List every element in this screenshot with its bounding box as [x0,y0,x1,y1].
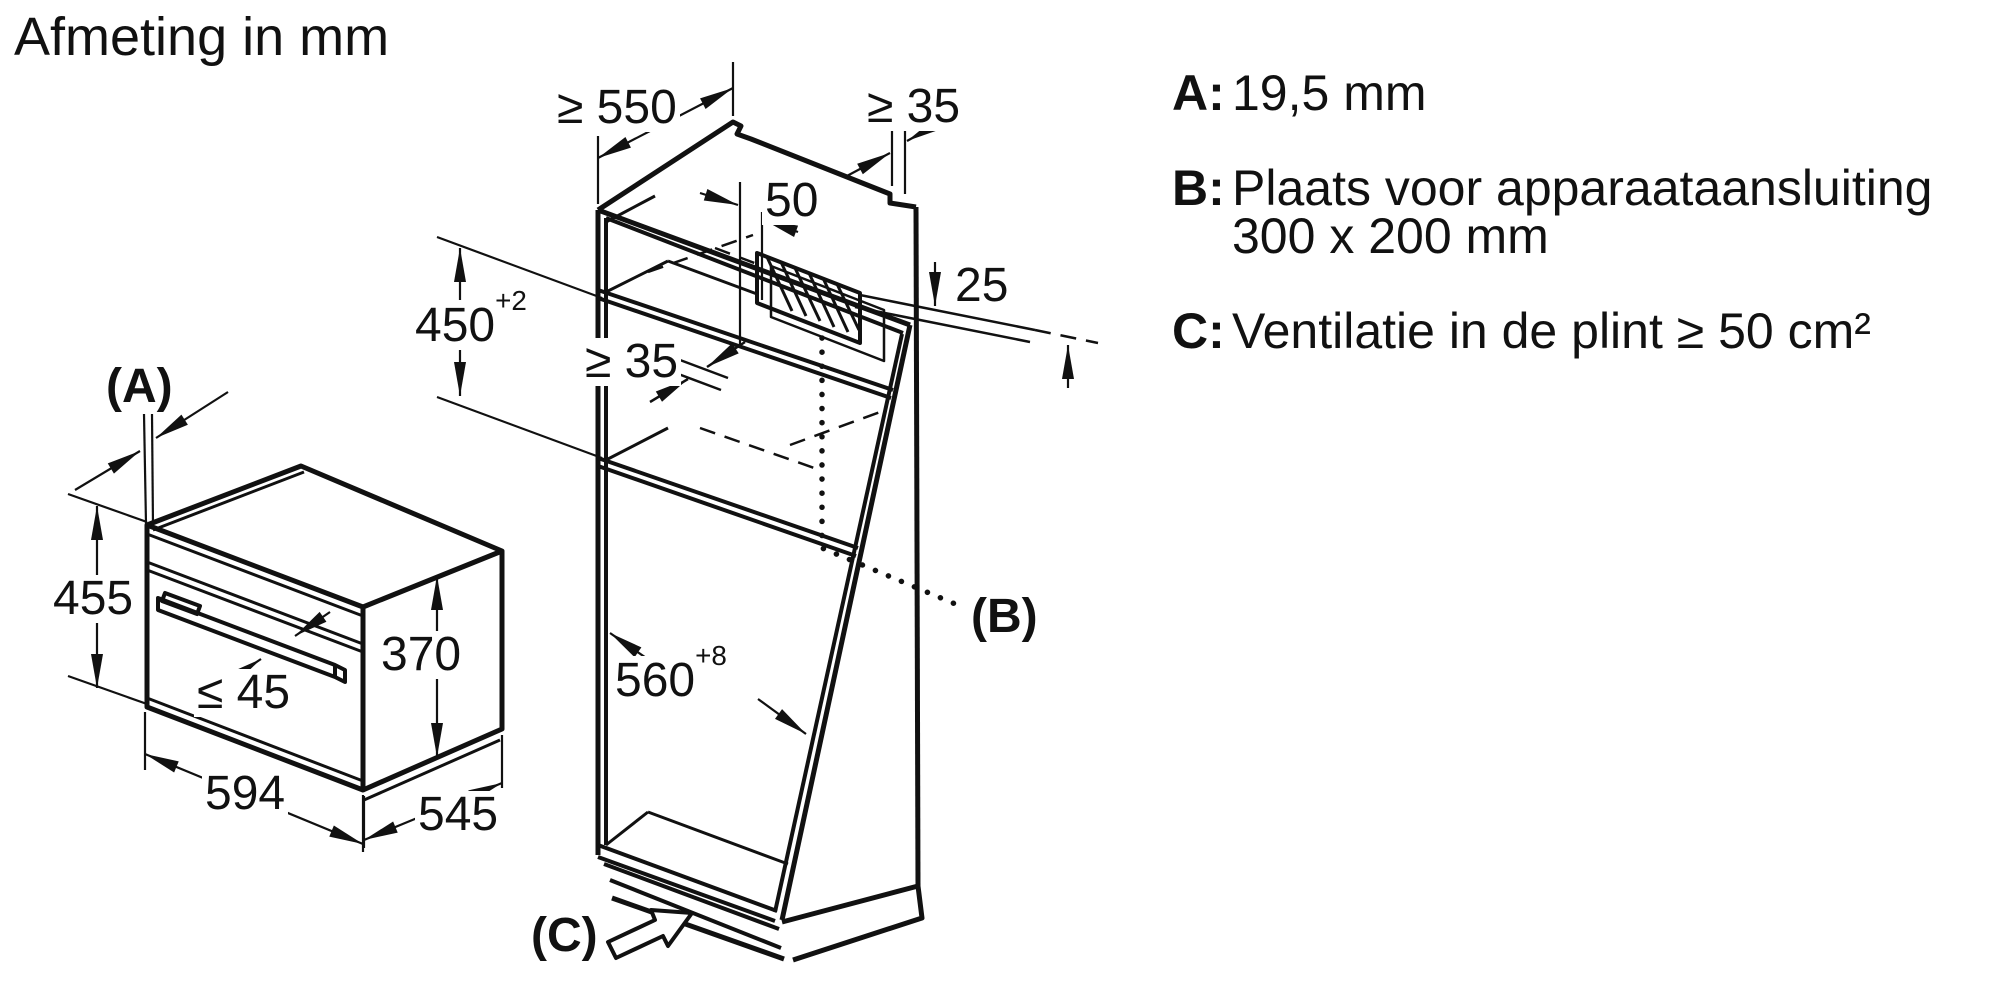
cabinet-dim-recess-label: 50 [762,177,822,225]
oven-dim-handle-label: ≤ 45 [194,669,294,717]
cabinet-dim-strip [929,262,1074,388]
leader-dotted-b [819,335,963,609]
page-title: Afmeting in mm [14,7,390,67]
cabinet-shelf-lower [597,456,859,558]
oven-dim-door-height-label: 370 [378,631,465,679]
legend-text-b-line2: 300 x 200 mm [1232,208,1549,264]
oven-handle [156,591,347,684]
cabinet-interior-edges [605,194,789,866]
cabinet-dim-shelf-gap-label: ≥ 35 [582,338,682,386]
legend-text-a: 19,5 mm [1232,65,1427,121]
oven-door-front [144,522,366,793]
cabinet-shelf-upper [597,288,894,400]
legend-text-b-line1: Plaats voor apparaataansluiting [1232,160,1933,216]
oven-dim-depth-label: 545 [415,791,502,839]
cabinet-dim-niche-width-label: 560+8 [612,642,730,705]
oven-dim-height-label: 455 [50,575,137,623]
cabinet-label-c: (C) [528,912,601,960]
legend-item-b-line2: 300 x 200 mm [1232,211,1549,261]
legend-key-a: A: [1172,65,1225,121]
cabinet-strip-lines [854,293,1036,344]
oven-dim-a [74,391,229,528]
oven-label-a: (A) [103,363,176,411]
legend-key-c: C: [1172,303,1225,359]
oven-top-face [146,463,505,610]
legend-item-b: B:Plaats voor apparaataansluiting [1172,163,1932,213]
legend-item-a: A:19,5 mm [1172,68,1427,118]
connection-area-hatched [755,251,886,363]
ventilation-arrow-icon [606,908,694,960]
cabinet-label-b: (B) [968,593,1041,641]
cabinet-dim-top-gap-label: ≥ 35 [864,83,964,131]
legend-text-c: Ventilatie in de plint ≥ 50 cm² [1232,303,1871,359]
oven-dim-width-label: 594 [202,770,289,818]
cabinet-isometric-drawing [436,62,1099,963]
cabinet-dim-depth-label: ≥ 550 [554,84,680,132]
cabinet-right-stile [779,324,913,921]
cabinet-dim-strip-label: 25 [952,262,1012,310]
cabinet-top-face [596,119,917,213]
legend-key-b: B: [1172,160,1225,216]
cabinet-hidden-edges [647,233,1099,472]
legend-item-c: C:Ventilatie in de plint ≥ 50 cm² [1172,306,1871,356]
cabinet-dim-niche-height-label: 450+2 [412,287,530,350]
cabinet-floor [597,843,778,923]
oven-side-face [361,551,505,793]
cabinet-plinth [603,862,925,963]
